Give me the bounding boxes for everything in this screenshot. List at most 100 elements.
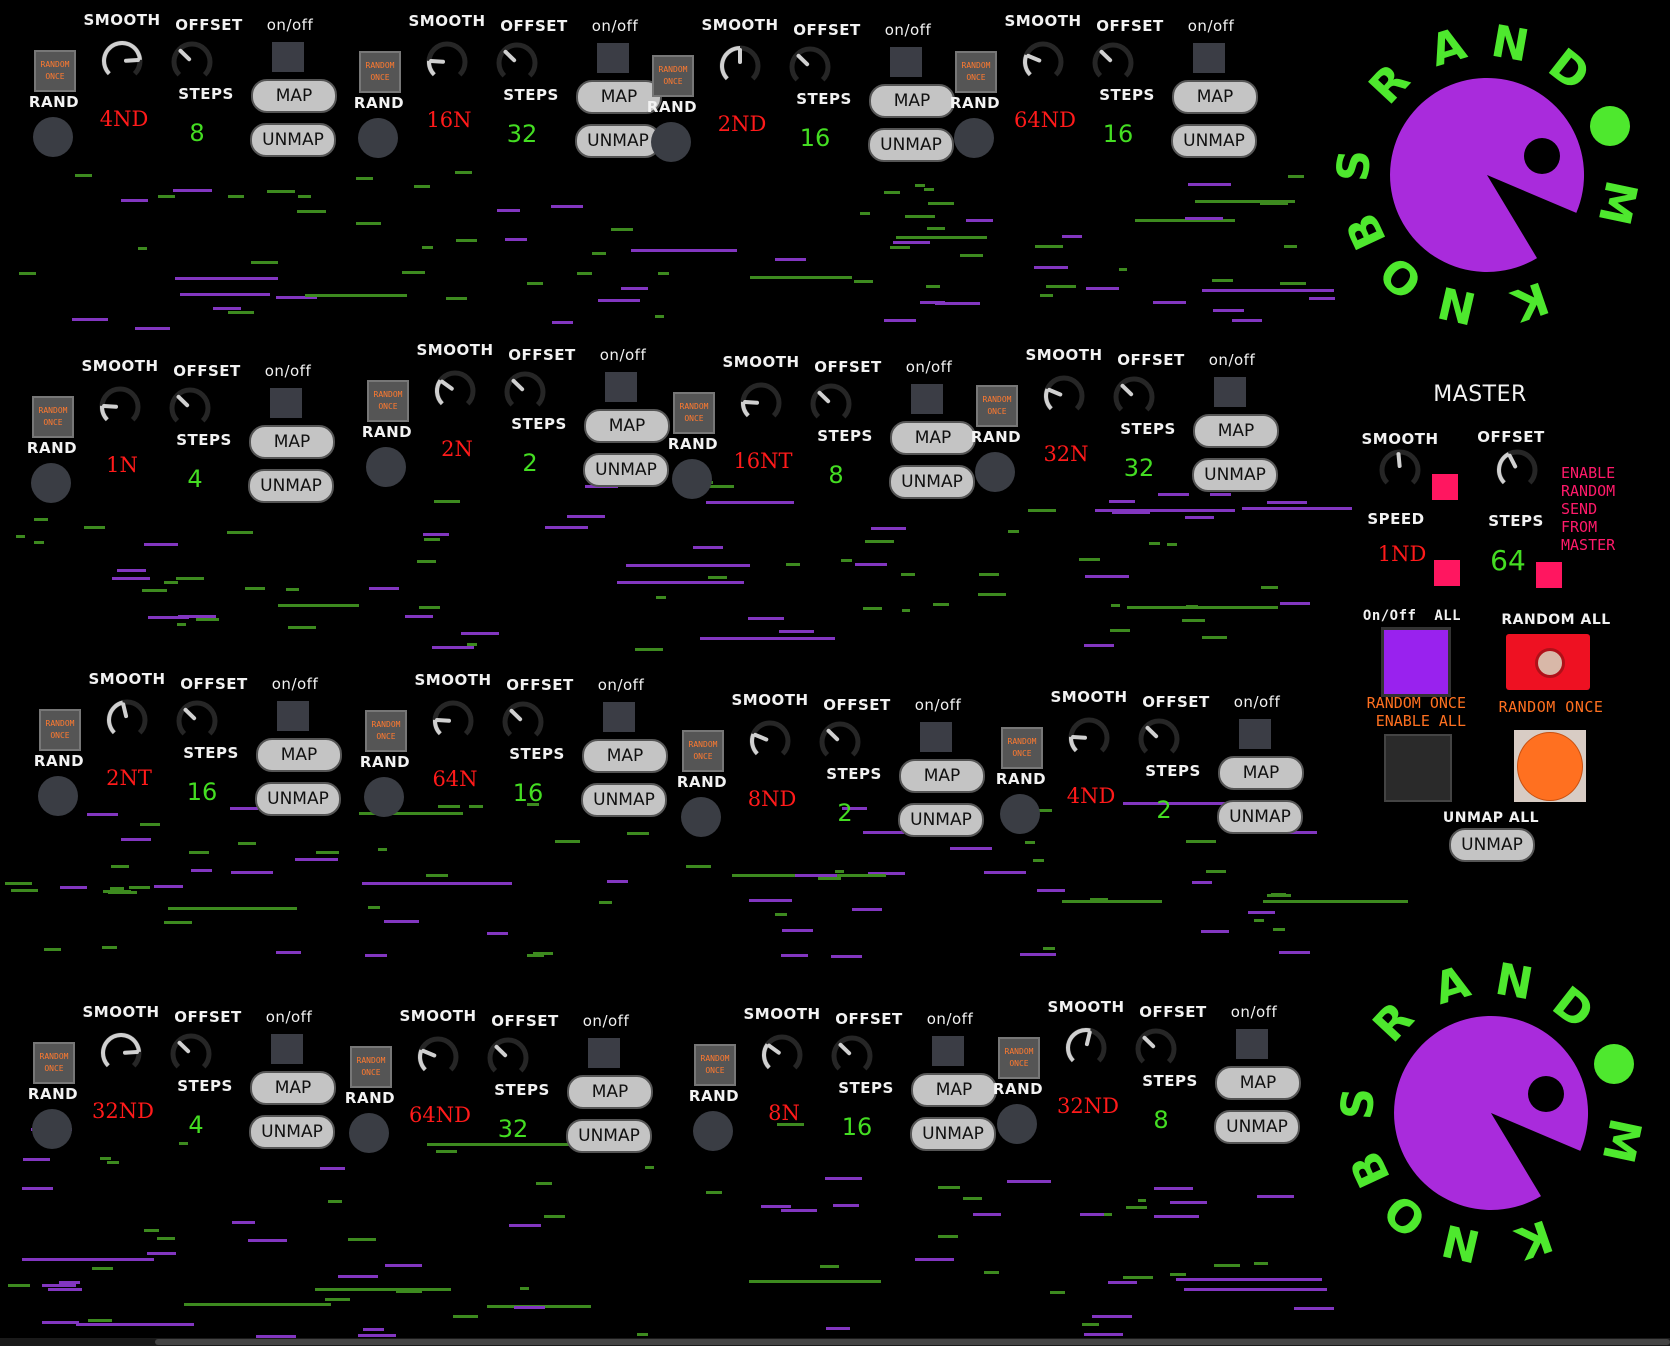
map-button[interactable]: MAP [251,79,337,113]
map-button[interactable]: MAP [567,1075,653,1109]
rand-button[interactable] [32,1109,72,1149]
master-offset-knob[interactable] [1493,446,1541,494]
map-button[interactable]: MAP [256,738,342,772]
map-button[interactable]: MAP [911,1073,997,1107]
rand-button[interactable] [33,117,73,157]
rand-button[interactable] [349,1113,389,1153]
map-button[interactable]: MAP [869,84,955,118]
offset-knob[interactable] [816,718,864,766]
horizontal-scrollbar[interactable] [0,1338,1670,1346]
smooth-knob[interactable] [737,379,785,427]
smooth-knob[interactable] [758,1031,806,1079]
onoff-all-toggle[interactable] [1381,627,1451,697]
offset-knob[interactable] [168,38,216,86]
map-button[interactable]: MAP [1193,414,1279,448]
map-button[interactable]: MAP [250,1071,336,1105]
rand-button[interactable] [31,463,71,503]
onoff-toggle[interactable] [605,372,637,402]
rand-button[interactable] [672,459,712,499]
onoff-toggle[interactable] [603,702,635,732]
smooth-knob[interactable] [1040,372,1088,420]
map-button[interactable]: MAP [890,421,976,455]
scrollbar-thumb[interactable] [155,1339,1670,1345]
map-button[interactable]: MAP [899,759,985,793]
onoff-toggle[interactable] [932,1036,964,1066]
offset-knob[interactable] [173,697,221,745]
rand-button[interactable] [366,447,406,487]
random-once-enable-all-toggle[interactable] [1384,734,1452,802]
onoff-toggle[interactable] [1193,43,1225,73]
offset-knob[interactable] [501,368,549,416]
enable-send-smooth-toggle[interactable] [1432,474,1458,500]
smooth-knob[interactable] [96,383,144,431]
smooth-knob[interactable] [429,697,477,745]
smooth-knob[interactable] [103,696,151,744]
smooth-knob[interactable] [1019,38,1067,86]
rand-button[interactable] [693,1111,733,1151]
smooth-knob[interactable] [1062,1024,1110,1072]
unmap-button[interactable]: UNMAP [250,123,336,157]
smooth-knob[interactable] [716,42,764,90]
unmap-button[interactable]: UNMAP [249,1115,335,1149]
offset-knob[interactable] [828,1032,876,1080]
unmap-button[interactable]: UNMAP [1192,458,1278,492]
offset-knob[interactable] [807,380,855,428]
offset-knob[interactable] [1089,39,1137,87]
map-button[interactable]: MAP [582,739,668,773]
smooth-knob[interactable] [1065,714,1113,762]
onoff-toggle[interactable] [270,388,302,418]
rand-button[interactable] [364,777,404,817]
smooth-knob[interactable] [98,37,146,85]
offset-knob[interactable] [499,698,547,746]
offset-knob[interactable] [1110,373,1158,421]
rand-button[interactable] [681,797,721,837]
offset-knob[interactable] [167,1030,215,1078]
unmap-button[interactable]: UNMAP [255,782,341,816]
unmap-button[interactable]: UNMAP [1217,800,1303,834]
offset-knob[interactable] [484,1034,532,1082]
smooth-knob[interactable] [97,1029,145,1077]
onoff-toggle[interactable] [588,1038,620,1068]
map-button[interactable]: MAP [249,425,335,459]
map-button[interactable]: MAP [1215,1066,1301,1100]
onoff-toggle[interactable] [920,722,952,752]
unmap-button[interactable]: UNMAP [898,803,984,837]
unmap-button[interactable]: UNMAP [583,453,669,487]
smooth-knob[interactable] [423,38,471,86]
enable-send-steps-toggle[interactable] [1536,562,1562,588]
rand-button[interactable] [975,452,1015,492]
rand-button[interactable] [358,118,398,158]
onoff-toggle[interactable] [272,42,304,72]
onoff-toggle[interactable] [277,701,309,731]
onoff-toggle[interactable] [890,47,922,77]
random-all-button[interactable] [1506,634,1590,690]
random-once-button[interactable] [1514,730,1586,802]
onoff-toggle[interactable] [1214,377,1246,407]
rand-button[interactable] [1000,794,1040,834]
smooth-knob[interactable] [431,367,479,415]
map-button[interactable]: MAP [584,409,670,443]
rand-button[interactable] [651,122,691,162]
unmap-button[interactable]: UNMAP [889,465,975,499]
master-smooth-knob[interactable] [1376,446,1424,494]
offset-knob[interactable] [786,43,834,91]
onoff-toggle[interactable] [597,43,629,73]
unmap-button[interactable]: UNMAP [566,1119,652,1153]
map-button[interactable]: MAP [1172,80,1258,114]
